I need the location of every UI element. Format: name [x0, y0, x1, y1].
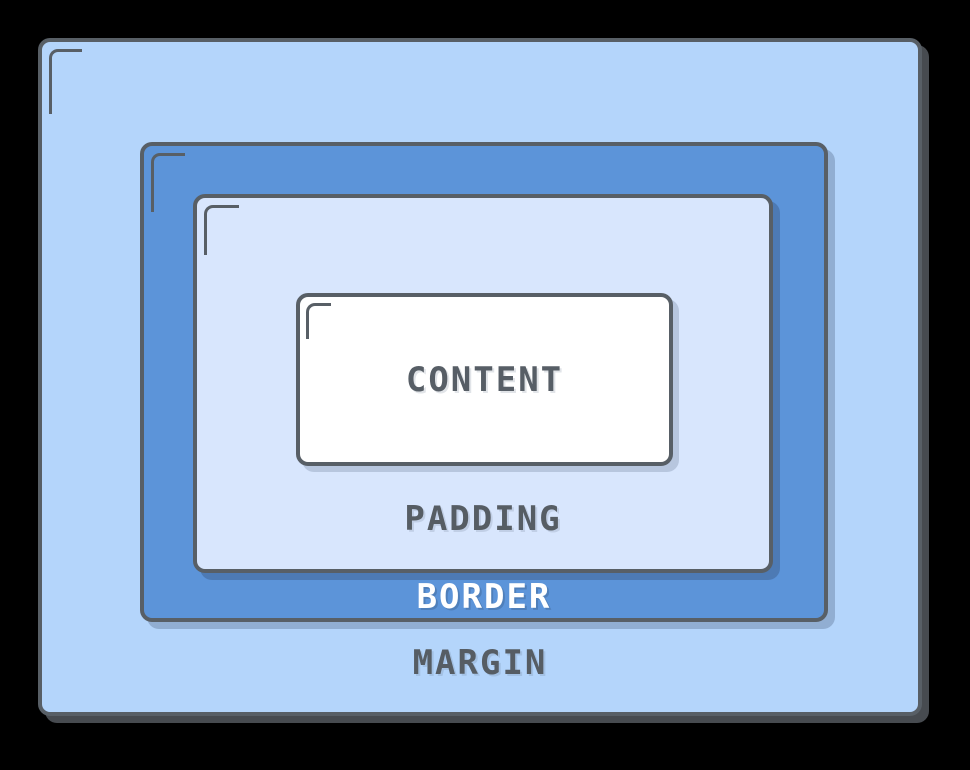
border-box: CONTENT PADDING BORDER [140, 142, 828, 622]
content-label: CONTENT [405, 359, 564, 400]
border-label: BORDER [416, 577, 552, 617]
corner-bracket-icon [151, 153, 185, 212]
padding-label: PADDING [404, 499, 562, 539]
content-box: CONTENT [296, 293, 673, 466]
padding-box: CONTENT PADDING [193, 194, 773, 573]
margin-label: MARGIN [412, 643, 548, 683]
margin-box: CONTENT PADDING BORDER MARGIN [38, 38, 922, 716]
corner-bracket-icon [49, 49, 82, 114]
corner-bracket-icon [204, 205, 239, 255]
corner-bracket-icon [306, 303, 331, 339]
